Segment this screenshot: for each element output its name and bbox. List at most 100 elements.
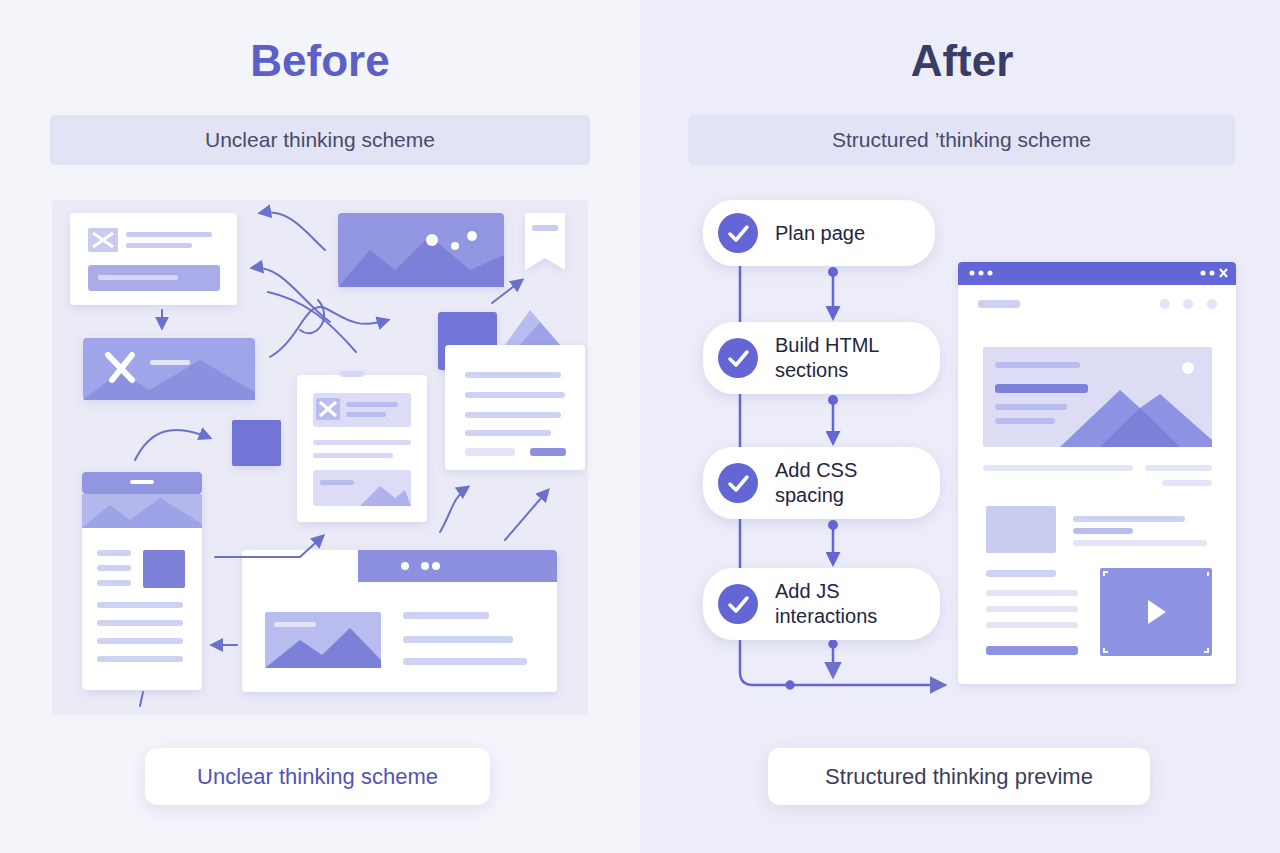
caption-pill: Unclear thinking scheme bbox=[145, 748, 490, 805]
tangled-arrows bbox=[215, 536, 323, 557]
banner-card bbox=[108, 355, 132, 380]
wireframe-card bbox=[70, 213, 237, 305]
browser-mockup bbox=[1073, 540, 1207, 546]
browser-mockup bbox=[1073, 528, 1133, 534]
tangled-arrows bbox=[252, 268, 330, 322]
phone-card bbox=[97, 638, 183, 644]
panel-grounds bbox=[640, 0, 1280, 853]
image-card bbox=[451, 242, 459, 250]
tangled-arrows bbox=[161, 310, 163, 328]
bookmark-card bbox=[525, 213, 565, 270]
browser-mockup bbox=[1104, 572, 1208, 652]
flow-rail bbox=[787, 682, 794, 689]
browser-mockup bbox=[986, 506, 1056, 553]
list-card bbox=[445, 345, 585, 470]
image-card bbox=[338, 213, 504, 287]
tangled-arrows bbox=[135, 212, 548, 706]
list-card bbox=[465, 448, 515, 456]
caption-pill: Structured thinking previme bbox=[768, 748, 1150, 805]
banner-card bbox=[83, 338, 255, 400]
browser-mockup bbox=[986, 606, 1078, 612]
browser-mockup bbox=[1145, 465, 1212, 471]
browser-card bbox=[242, 550, 557, 692]
wireframe-card bbox=[126, 232, 212, 237]
phone-card bbox=[82, 494, 202, 528]
browser-card bbox=[265, 628, 381, 668]
browser-mockup bbox=[958, 262, 1236, 285]
block-square bbox=[232, 420, 281, 466]
process-step: Build HTML sections bbox=[703, 322, 940, 394]
check-icon bbox=[730, 598, 747, 611]
browser-mockup bbox=[1160, 299, 1170, 309]
check-icon bbox=[718, 463, 758, 503]
banner-card bbox=[83, 338, 255, 400]
check-icon bbox=[718, 338, 758, 378]
article-card bbox=[313, 453, 393, 458]
article-card bbox=[313, 470, 411, 506]
banner-card bbox=[150, 360, 190, 365]
tangled-arrows bbox=[505, 490, 548, 540]
subtitle-band: Structured ’thinking scheme bbox=[688, 115, 1235, 165]
tangled-arrows bbox=[260, 212, 325, 250]
check-icon bbox=[730, 227, 747, 240]
phone-card bbox=[82, 472, 202, 690]
wireframe-card bbox=[98, 275, 178, 280]
tangled-arrows bbox=[300, 300, 324, 333]
node-text: Add CSS spacing bbox=[775, 458, 920, 508]
check-icon bbox=[718, 338, 758, 378]
article-card bbox=[297, 375, 427, 522]
browser-mockup bbox=[986, 570, 1056, 577]
browser-mockup bbox=[1207, 299, 1217, 309]
tangled-arrows bbox=[140, 692, 143, 706]
browser-mockup bbox=[1100, 408, 1180, 447]
browser-mockup bbox=[958, 262, 1236, 684]
wireframe-card bbox=[70, 213, 237, 305]
article-card bbox=[340, 371, 364, 377]
browser-mockup bbox=[995, 362, 1080, 368]
node-text: Unclear thinking scheme bbox=[205, 128, 435, 152]
process-step: Add CSS spacing bbox=[703, 447, 940, 519]
article-card bbox=[313, 440, 411, 445]
list-card bbox=[465, 430, 551, 436]
browser-mockup bbox=[986, 646, 1078, 655]
article-card bbox=[316, 398, 340, 420]
browser-card bbox=[274, 622, 316, 627]
browser-mockup bbox=[986, 622, 1078, 628]
browser-mockup bbox=[983, 465, 1133, 471]
check-icon bbox=[718, 584, 758, 624]
check-icon bbox=[718, 463, 758, 503]
browser-mockup bbox=[995, 418, 1055, 424]
flow-rail bbox=[830, 641, 837, 648]
article-card bbox=[313, 393, 411, 427]
phone-card bbox=[97, 565, 131, 571]
bookmark-card bbox=[525, 213, 565, 270]
browser-mockup bbox=[1100, 568, 1212, 656]
node-text: Structured ’thinking scheme bbox=[832, 128, 1091, 152]
browser-card bbox=[432, 562, 440, 570]
browser-card bbox=[421, 562, 429, 570]
browser-mockup bbox=[1182, 362, 1194, 374]
browser-mockup bbox=[979, 271, 984, 276]
process-step: Add JS interactions bbox=[703, 568, 940, 640]
tangled-arrows bbox=[212, 644, 237, 646]
browser-mockup bbox=[978, 300, 1020, 308]
check-icon bbox=[718, 213, 758, 253]
browser-card bbox=[403, 636, 513, 643]
image-card bbox=[467, 231, 477, 241]
node-text: Add JS interactions bbox=[775, 579, 920, 629]
phone-card bbox=[97, 620, 183, 626]
wireframe-card bbox=[93, 233, 113, 247]
block-square bbox=[232, 420, 281, 466]
browser-mockup bbox=[1201, 271, 1206, 276]
list-card bbox=[465, 392, 565, 398]
block-square bbox=[520, 322, 560, 345]
tangled-arrows bbox=[268, 292, 356, 352]
article-card bbox=[360, 486, 411, 506]
flow-connector bbox=[832, 272, 835, 318]
flow-connector bbox=[832, 400, 835, 443]
browser-card bbox=[265, 612, 381, 668]
check-icon bbox=[730, 477, 747, 490]
browser-mockup bbox=[970, 271, 975, 276]
block-square bbox=[505, 310, 560, 345]
panel-grounds bbox=[0, 0, 640, 853]
